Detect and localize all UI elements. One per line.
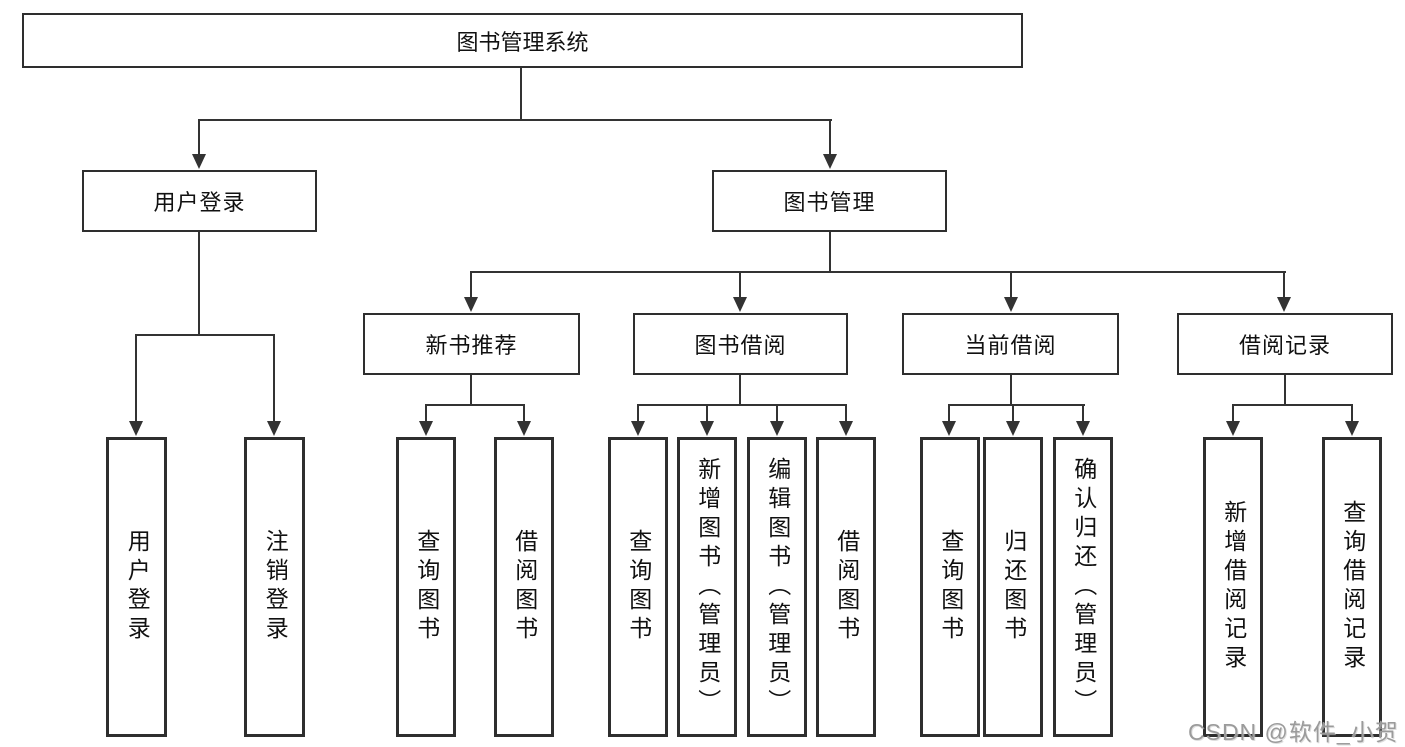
connector-line bbox=[1010, 271, 1012, 299]
connector-line bbox=[1082, 404, 1084, 423]
arrow-down-icon bbox=[419, 421, 433, 436]
arrow-down-icon bbox=[1277, 297, 1291, 312]
connector-line bbox=[776, 404, 778, 423]
node-label: 借阅记录 bbox=[1238, 333, 1331, 358]
leaf-confirm-return-admin: 确认归还（管理员） bbox=[1053, 437, 1113, 737]
connector-line bbox=[425, 404, 525, 406]
node-label: 图书借阅 bbox=[694, 333, 787, 358]
arrow-down-icon bbox=[839, 421, 853, 436]
connector-line bbox=[135, 334, 137, 422]
arrow-down-icon bbox=[631, 421, 645, 436]
arrow-down-icon bbox=[464, 297, 478, 312]
arrow-down-icon bbox=[823, 154, 837, 169]
arrow-down-icon bbox=[129, 421, 143, 436]
connector-line bbox=[1351, 404, 1353, 423]
leaf-label: 借阅图书 bbox=[833, 529, 860, 645]
csdn-watermark: CSDN @软件_小贺同学 bbox=[1188, 719, 1399, 745]
leaf-label: 用户登录 bbox=[124, 529, 151, 645]
connector-line bbox=[523, 404, 525, 423]
connector-line bbox=[739, 271, 741, 299]
node-book-borrowing: 图书借阅 bbox=[633, 313, 848, 375]
arrow-down-icon bbox=[770, 421, 784, 436]
node-current-borrowing: 当前借阅 bbox=[902, 313, 1119, 375]
connector-line bbox=[948, 404, 950, 423]
connector-line bbox=[470, 375, 472, 406]
leaf-add-borrow-record: 新增借阅记录 bbox=[1203, 437, 1263, 737]
arrow-down-icon bbox=[517, 421, 531, 436]
arrow-down-icon bbox=[1004, 297, 1018, 312]
node-label: 新书推荐 bbox=[425, 333, 518, 358]
connector-line bbox=[829, 232, 831, 273]
arrow-down-icon bbox=[1006, 421, 1020, 436]
connector-line bbox=[1232, 404, 1234, 423]
node-user-login: 用户登录 bbox=[82, 170, 317, 232]
node-label: 图书管理 bbox=[783, 190, 876, 215]
arrow-down-icon bbox=[1076, 421, 1090, 436]
leaf-label: 确认归还（管理员） bbox=[1070, 456, 1097, 718]
connector-line bbox=[273, 334, 275, 422]
arrow-down-icon bbox=[192, 154, 206, 169]
connector-line bbox=[1012, 404, 1014, 423]
node-borrow-records: 借阅记录 bbox=[1177, 313, 1393, 375]
leaf-label: 借阅图书 bbox=[511, 529, 538, 645]
arrow-down-icon bbox=[1226, 421, 1240, 436]
connector-line bbox=[637, 404, 847, 406]
connector-line bbox=[1283, 271, 1285, 299]
arrow-down-icon bbox=[733, 297, 747, 312]
leaf-query-borrow-record: 查询借阅记录 bbox=[1322, 437, 1382, 737]
leaf-borrow-books-recommend: 借阅图书 bbox=[494, 437, 554, 737]
leaf-return-books: 归还图书 bbox=[983, 437, 1043, 737]
connector-line bbox=[1232, 404, 1353, 406]
leaf-user-login: 用户登录 bbox=[106, 437, 167, 737]
leaf-label: 查询图书 bbox=[413, 529, 440, 645]
connector-line bbox=[829, 119, 831, 155]
leaf-query-books-current: 查询图书 bbox=[920, 437, 980, 737]
leaf-logout-login: 注销登录 bbox=[244, 437, 305, 737]
connector-line bbox=[1284, 375, 1286, 406]
arrow-down-icon bbox=[1345, 421, 1359, 436]
leaf-label: 查询借阅记录 bbox=[1339, 500, 1366, 674]
connector-line bbox=[739, 375, 741, 406]
connector-line bbox=[135, 334, 275, 336]
connector-line bbox=[706, 404, 708, 423]
leaf-label: 编辑图书（管理员） bbox=[764, 456, 791, 718]
connector-line bbox=[198, 119, 832, 121]
node-label: 用户登录 bbox=[153, 190, 246, 215]
node-label: 当前借阅 bbox=[964, 333, 1057, 358]
leaf-edit-books-admin: 编辑图书（管理员） bbox=[747, 437, 807, 737]
connector-line bbox=[520, 68, 522, 120]
arrow-down-icon bbox=[267, 421, 281, 436]
node-label: 图书管理系统 bbox=[456, 29, 589, 55]
leaf-add-books-admin: 新增图书（管理员） bbox=[677, 437, 737, 737]
connector-line bbox=[637, 404, 639, 423]
connector-line bbox=[470, 271, 472, 299]
leaf-query-books-borrowing: 查询图书 bbox=[608, 437, 668, 737]
connector-line bbox=[425, 404, 427, 423]
connector-line bbox=[1010, 375, 1012, 406]
connector-line bbox=[845, 404, 847, 423]
node-library-management-system: 图书管理系统 bbox=[22, 13, 1023, 68]
leaf-label: 归还图书 bbox=[1000, 529, 1027, 645]
connector-line bbox=[198, 119, 200, 155]
leaf-query-books-recommend: 查询图书 bbox=[396, 437, 456, 737]
leaf-borrow-books-borrowing: 借阅图书 bbox=[816, 437, 876, 737]
connector-line bbox=[198, 232, 200, 336]
leaf-label: 查询图书 bbox=[625, 529, 652, 645]
arrow-down-icon bbox=[942, 421, 956, 436]
node-new-book-recommendation: 新书推荐 bbox=[363, 313, 580, 375]
leaf-label: 查询图书 bbox=[937, 529, 964, 645]
leaf-label: 新增借阅记录 bbox=[1220, 500, 1247, 674]
arrow-down-icon bbox=[700, 421, 714, 436]
leaf-label: 新增图书（管理员） bbox=[694, 456, 721, 718]
node-book-management: 图书管理 bbox=[712, 170, 947, 232]
leaf-label: 注销登录 bbox=[262, 529, 289, 645]
connector-line bbox=[948, 404, 1085, 406]
connector-line bbox=[470, 271, 1286, 273]
